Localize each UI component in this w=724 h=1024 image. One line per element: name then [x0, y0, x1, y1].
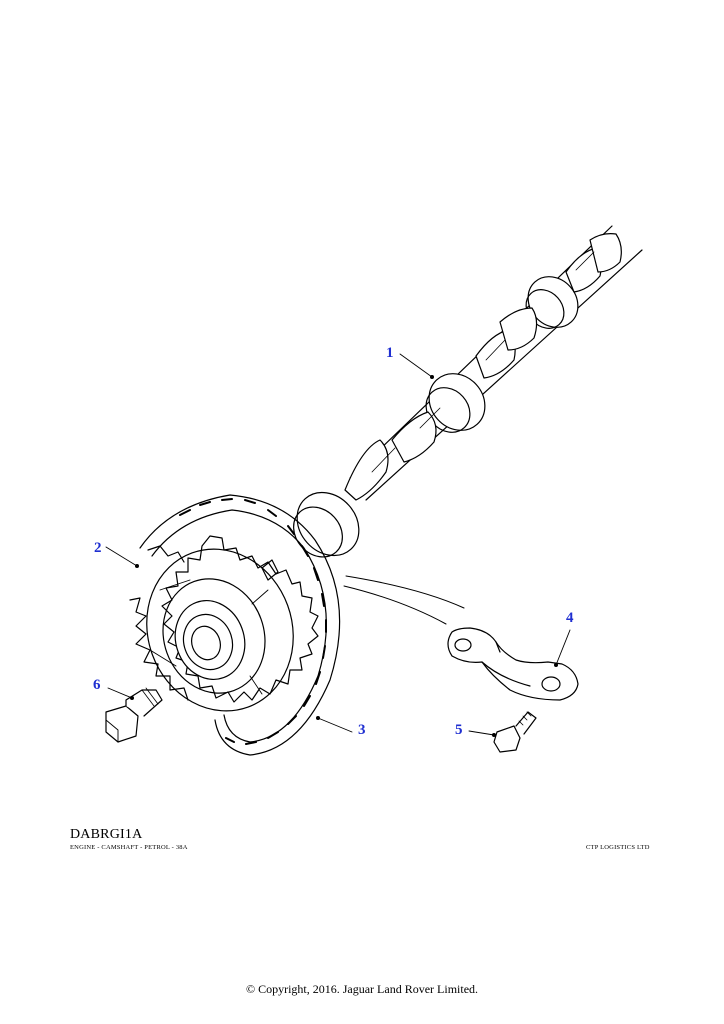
- callout-6: 6: [93, 677, 101, 693]
- vendor-name: CTP LOGISTICS LTD: [586, 844, 650, 851]
- bolt-bracket: [493, 711, 537, 753]
- diagram-code: DABRGI1A: [70, 827, 143, 842]
- bolt-sprocket: [105, 687, 163, 743]
- callout-5: 5: [455, 722, 463, 738]
- camshaft-sprocket: [129, 535, 319, 712]
- cam-lobe: [344, 233, 622, 501]
- callout-3: 3: [358, 722, 366, 738]
- leader-lines: [105, 353, 571, 736]
- bracket: [343, 575, 579, 701]
- callout-4: 4: [566, 610, 574, 626]
- camshaft-journal: [293, 276, 579, 558]
- leader-dots: [130, 375, 558, 737]
- camshaft: [293, 225, 643, 558]
- timing-chain: [139, 494, 341, 756]
- diagram-description: ENGINE - CAMSHAFT - PETROL - 38A: [70, 844, 188, 851]
- copyright-notice: © Copyright, 2016. Jaguar Land Rover Lim…: [245, 982, 479, 996]
- callout-1: 1: [386, 345, 394, 361]
- callout-2: 2: [94, 540, 102, 556]
